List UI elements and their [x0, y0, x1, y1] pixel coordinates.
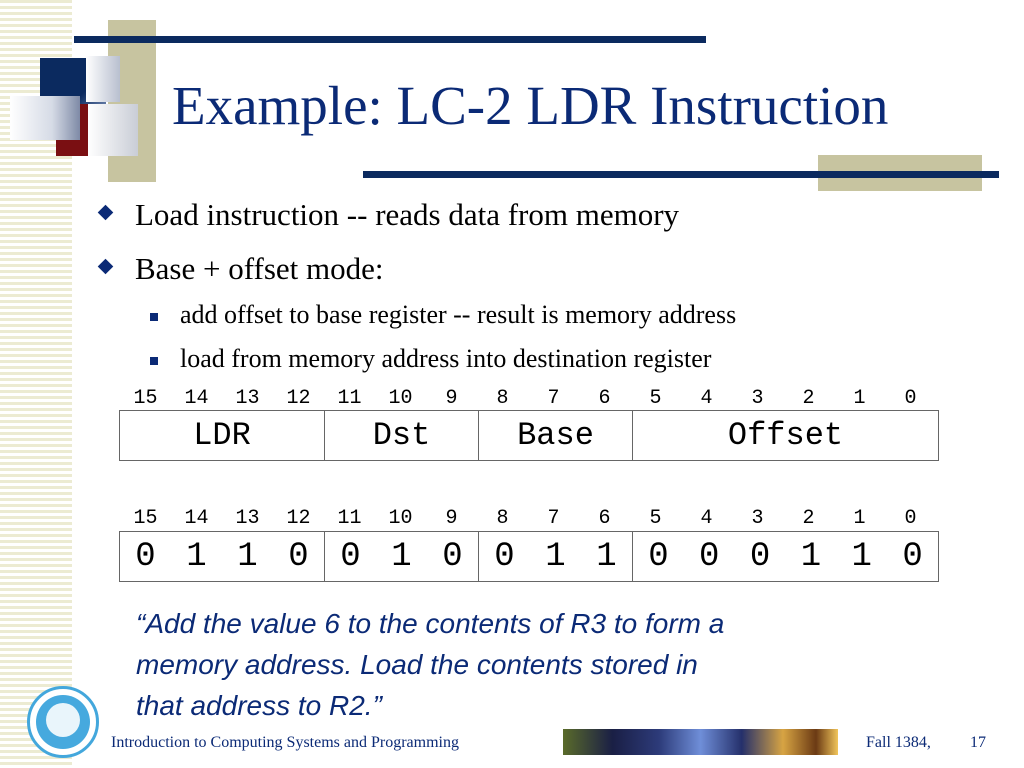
bit-number: 7 — [547, 387, 560, 410]
bit-value: 0 — [902, 537, 923, 576]
bit-number: 4 — [700, 387, 713, 410]
bit-value: 0 — [699, 537, 720, 576]
bit-number: 3 — [751, 507, 764, 530]
bit-value: 1 — [800, 537, 822, 576]
bit-value: 1 — [391, 537, 412, 576]
square-bullet-icon — [150, 357, 158, 365]
bits-opcode: 0 1 1 0 — [120, 532, 325, 581]
bit-number: 6 — [598, 507, 611, 530]
bit-number: 1 — [853, 387, 866, 410]
bit-value: 0 — [749, 537, 771, 576]
bit-value: 0 — [494, 537, 515, 576]
bit-number: 5 — [649, 507, 662, 530]
bits-dst: 0 1 0 — [325, 532, 479, 581]
field-ldr: LDR — [120, 411, 325, 460]
bit-value: 1 — [545, 537, 566, 576]
bit-number: 3 — [751, 387, 764, 410]
bits-base: 0 1 1 — [479, 532, 633, 581]
slide-title: Example: LC-2 LDR Instruction — [172, 75, 889, 136]
deco-square-fade-1 — [10, 96, 80, 140]
bit-number: 2 — [802, 507, 815, 530]
bit-number: 0 — [904, 387, 917, 410]
bit-value: 1 — [237, 537, 258, 576]
bit-number: 9 — [445, 387, 458, 410]
bit-value: 1 — [851, 537, 872, 576]
bit-number: 4 — [700, 507, 713, 530]
quote-line: “Add the value 6 to the contents of R3 t… — [136, 608, 725, 639]
bit-number: 6 — [598, 387, 611, 410]
field-offset: Offset — [727, 417, 844, 454]
bit-number: 14 — [184, 387, 209, 410]
bit-value: 1 — [186, 537, 207, 576]
bit-number: 13 — [235, 507, 260, 530]
bit-number: 11 — [337, 507, 362, 530]
field-base: Base — [479, 411, 633, 460]
bit-number: 7 — [547, 507, 560, 530]
format-bit-numbers: 15 14 13 12 11 10 9 8 7 6 5 4 3 2 1 0 — [120, 387, 938, 410]
example-quote: “Add the value 6 to the contents of R3 t… — [136, 603, 896, 726]
bit-number: 10 — [388, 507, 413, 530]
footer-course-title: Introduction to Computing Systems and Pr… — [111, 734, 459, 751]
deco-square-fade-2 — [88, 104, 138, 156]
bit-value: 0 — [340, 537, 361, 576]
title-rule-top — [74, 36, 706, 43]
bit-number: 15 — [133, 507, 158, 530]
deco-square-fade-3 — [86, 56, 120, 102]
bit-number: 11 — [337, 387, 362, 410]
bit-value: 1 — [596, 537, 617, 576]
bit-number: 0 — [904, 507, 917, 530]
square-bullet-icon — [150, 313, 158, 321]
diamond-bullet-icon — [97, 258, 114, 275]
bit-number: 15 — [133, 387, 158, 410]
bit-number: 9 — [445, 507, 458, 530]
quote-line: memory address. Load the contents stored… — [136, 649, 698, 680]
university-logo-icon — [27, 686, 99, 758]
bullet-text: Base + offset mode: — [135, 251, 384, 286]
bit-number: 8 — [496, 387, 509, 410]
field-dst: Dst — [325, 411, 479, 460]
bit-number: 1 — [853, 507, 866, 530]
logo-center — [46, 703, 80, 737]
bit-number: 12 — [286, 387, 311, 410]
bit-value: 0 — [288, 537, 309, 576]
bit-value: 0 — [648, 537, 669, 576]
bit-number: 12 — [286, 507, 311, 530]
example-bit-numbers: 15 14 13 12 11 10 9 8 7 6 5 4 3 2 1 0 — [120, 507, 938, 530]
instruction-example: 0 1 1 0 0 1 0 0 1 1 0 0 0 1 1 0 — [119, 531, 939, 582]
bit-value: 0 — [442, 537, 463, 576]
bits-offset: 0 0 0 1 1 0 — [633, 532, 938, 581]
bit-number: 10 — [388, 387, 413, 410]
bit-number: 8 — [496, 507, 509, 530]
bit-number: 5 — [649, 387, 662, 410]
footer-term: Fall 1384, — [866, 734, 931, 751]
sub-bullet-text: add offset to base register -- result is… — [180, 300, 737, 329]
diamond-bullet-icon — [97, 204, 114, 221]
bit-number: 2 — [802, 387, 815, 410]
title-rule-bottom-overlay — [363, 171, 999, 178]
footer-banner-image — [563, 729, 838, 755]
sub-bullet-text: load from memory address into destinatio… — [180, 344, 712, 373]
instruction-format: LDR Dst Base Offset — [119, 410, 939, 461]
quote-line: that address to R2.” — [136, 690, 382, 721]
bit-value: 0 — [135, 537, 156, 576]
bit-number: 13 — [235, 387, 260, 410]
bullet-text: Load instruction -- reads data from memo… — [135, 197, 680, 232]
slide-number: 17 — [970, 734, 986, 751]
bit-number: 14 — [184, 507, 209, 530]
